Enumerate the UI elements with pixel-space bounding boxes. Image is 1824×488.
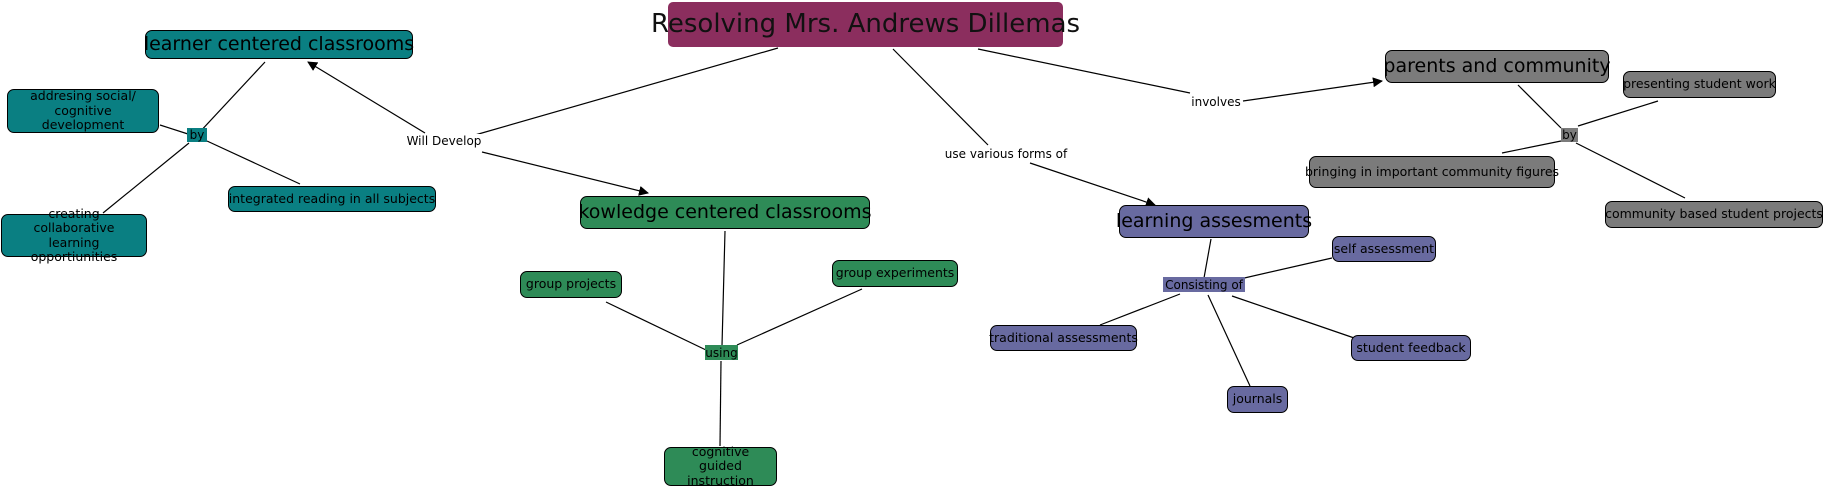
learner-connector-by: by [187,128,207,142]
link-learner-by [196,61,266,136]
parents-item-bringing[interactable]: bringing in important community figures [1305,156,1559,188]
link-root-involves [977,48,1191,94]
link-will-develop-knowledge [481,151,649,196]
assessment-item-self[interactable]: self assessment [1332,236,1436,262]
link-by-presenting [1577,100,1659,127]
knowledge-item-group-projects[interactable]: group projects [520,271,622,298]
link-label-use-various: use various forms of [944,147,1068,161]
parents-item-community-projects[interactable]: community based student projects [1605,201,1823,228]
link-by-bringing [1501,140,1562,154]
link-consisting-journals [1207,294,1251,387]
learner-centered-node[interactable]: learner centered classrooms [144,30,414,59]
link-using-experiments [736,288,863,346]
link-label-will-develop: Will Develop [404,134,484,148]
link-consisting-self [1239,257,1333,280]
assessment-item-traditional[interactable]: traditional assessments [989,325,1138,351]
link-using-cognitive [719,360,722,447]
knowledge-centered-node[interactable]: kowledge centered classrooms [578,196,872,229]
learner-item-collaborative[interactable]: creating collaborative learning opportiu… [1,206,147,264]
learning-assessments-node[interactable]: learning assesments [1116,205,1312,238]
link-involves-parents [1242,77,1383,102]
link-using-projects [605,301,707,351]
link-by-community [1575,142,1686,199]
assessments-connector-consisting: Consisting of [1163,277,1245,292]
link-consisting-feedback [1231,295,1361,341]
knowledge-item-group-experiments[interactable]: group experiments [832,260,958,287]
assessment-item-feedback[interactable]: student feedback [1351,335,1471,361]
knowledge-item-cognitive[interactable]: cognitive guided instruction [664,444,777,487]
learner-item-reading[interactable]: integrated reading in all subjects [228,186,436,212]
link-label-involves: involves [1190,95,1242,109]
link-root-will-develop [474,47,779,136]
parents-connector-by: by [1561,128,1578,142]
assessment-item-journals[interactable]: journals [1227,386,1288,413]
link-use-various-assessments [1029,162,1156,207]
knowledge-connector-using: using [705,345,738,360]
learner-item-social[interactable]: addresing social/ cognitive development [7,89,159,133]
link-by-collab [102,142,190,214]
root-node[interactable]: Resolving Mrs. Andrews Dillemas [651,2,1080,47]
link-knowledge-using [721,230,726,347]
link-assessments-consisting [1203,238,1212,279]
link-consisting-traditional [1099,293,1181,326]
link-parents-by [1517,84,1562,129]
parents-community-node[interactable]: parents and community [1383,50,1611,83]
link-by-social [159,124,189,135]
parents-item-presenting[interactable]: presenting student work [1623,71,1776,98]
link-root-use-various [892,48,989,146]
link-by-reading [206,140,301,185]
link-will-develop-learner [307,61,426,134]
